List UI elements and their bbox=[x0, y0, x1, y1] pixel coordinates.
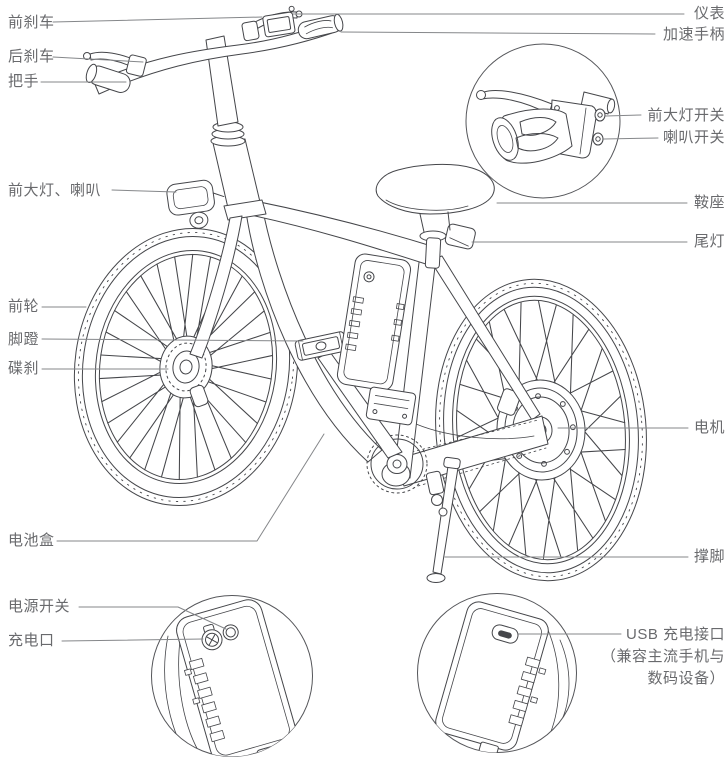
wire bbox=[415, 423, 535, 440]
label-kickstand: 撑脚 bbox=[693, 548, 725, 565]
usb-note-line2: 数码设备） bbox=[647, 670, 725, 687]
battery-box bbox=[336, 253, 412, 391]
horn bbox=[189, 211, 209, 229]
frame bbox=[189, 35, 549, 583]
usb-note-line1: （兼容主流手机与 bbox=[600, 648, 725, 665]
label-handlebar-grip: 把手 bbox=[8, 73, 40, 90]
leader-headlight-switch bbox=[605, 114, 642, 117]
label-charge-port: 充电口 bbox=[8, 632, 55, 649]
derailleur bbox=[425, 470, 445, 496]
saddle bbox=[375, 163, 495, 269]
leader-front-brake bbox=[52, 16, 263, 23]
headlight-horn bbox=[166, 179, 225, 229]
throttle-grip bbox=[297, 13, 344, 40]
label-headlight-switch: 前大灯开关 bbox=[647, 107, 725, 124]
label-front-brake: 前刹车 bbox=[8, 14, 55, 31]
fork-blade bbox=[189, 215, 243, 359]
detail-circle-switches bbox=[465, 43, 621, 199]
leader-pedal bbox=[41, 338, 304, 342]
bar-stub bbox=[580, 91, 613, 115]
label-headlight-horn: 前大灯、喇叭 bbox=[8, 182, 102, 199]
leader-power-switch bbox=[78, 606, 227, 630]
label-meter: 仪表 bbox=[693, 5, 725, 22]
left-grip-cluster bbox=[83, 51, 147, 93]
usb-title: USB 充电接口 bbox=[625, 626, 725, 643]
label-power-switch: 电源开关 bbox=[8, 598, 71, 615]
label-front-wheel: 前轮 bbox=[8, 298, 40, 315]
usb-port bbox=[491, 624, 519, 644]
chainring bbox=[366, 434, 428, 494]
label-disc-brake: 碟刹 bbox=[8, 360, 40, 377]
label-usb-port: USB 充电接口 （兼容主流手机与 数码设备） bbox=[601, 624, 725, 690]
leader-throttle bbox=[340, 31, 656, 35]
kickstand bbox=[426, 456, 461, 583]
handlebar bbox=[83, 5, 344, 95]
front-caliper bbox=[189, 384, 209, 408]
label-tail-light: 尾灯 bbox=[693, 233, 725, 250]
leader-battery-box bbox=[56, 433, 325, 542]
head-tube bbox=[212, 138, 261, 209]
fork-crown bbox=[223, 199, 267, 221]
controller bbox=[365, 386, 417, 426]
seat-stay bbox=[429, 255, 541, 421]
headlight-switch-button bbox=[594, 108, 606, 122]
detail-circle-battery-top bbox=[151, 595, 313, 757]
label-horn-switch: 喇叭开关 bbox=[662, 129, 725, 146]
front-wheel bbox=[73, 227, 299, 507]
front-spokes bbox=[98, 253, 274, 481]
label-throttle: 加速手柄 bbox=[662, 26, 725, 43]
leader-rear-brake bbox=[52, 56, 144, 63]
horn-switch-button bbox=[592, 132, 604, 146]
leader-lines bbox=[40, 13, 689, 642]
detail-circle-usb bbox=[417, 593, 577, 753]
leader-charge-port bbox=[61, 638, 204, 642]
display-meter bbox=[262, 5, 296, 38]
leader-headlight-horn bbox=[111, 189, 177, 193]
charge-port bbox=[201, 629, 223, 651]
label-saddle: 鞍座 bbox=[693, 194, 725, 211]
leader-horn-switch bbox=[603, 137, 659, 140]
tail-light bbox=[444, 223, 476, 250]
label-battery-box: 电池盒 bbox=[8, 532, 55, 549]
label-rear-brake: 后刹车 bbox=[8, 48, 55, 65]
power-switch bbox=[222, 624, 239, 641]
pedal bbox=[294, 331, 348, 361]
label-motor: 电机 bbox=[693, 419, 725, 436]
label-pedal: 脚蹬 bbox=[8, 331, 40, 348]
